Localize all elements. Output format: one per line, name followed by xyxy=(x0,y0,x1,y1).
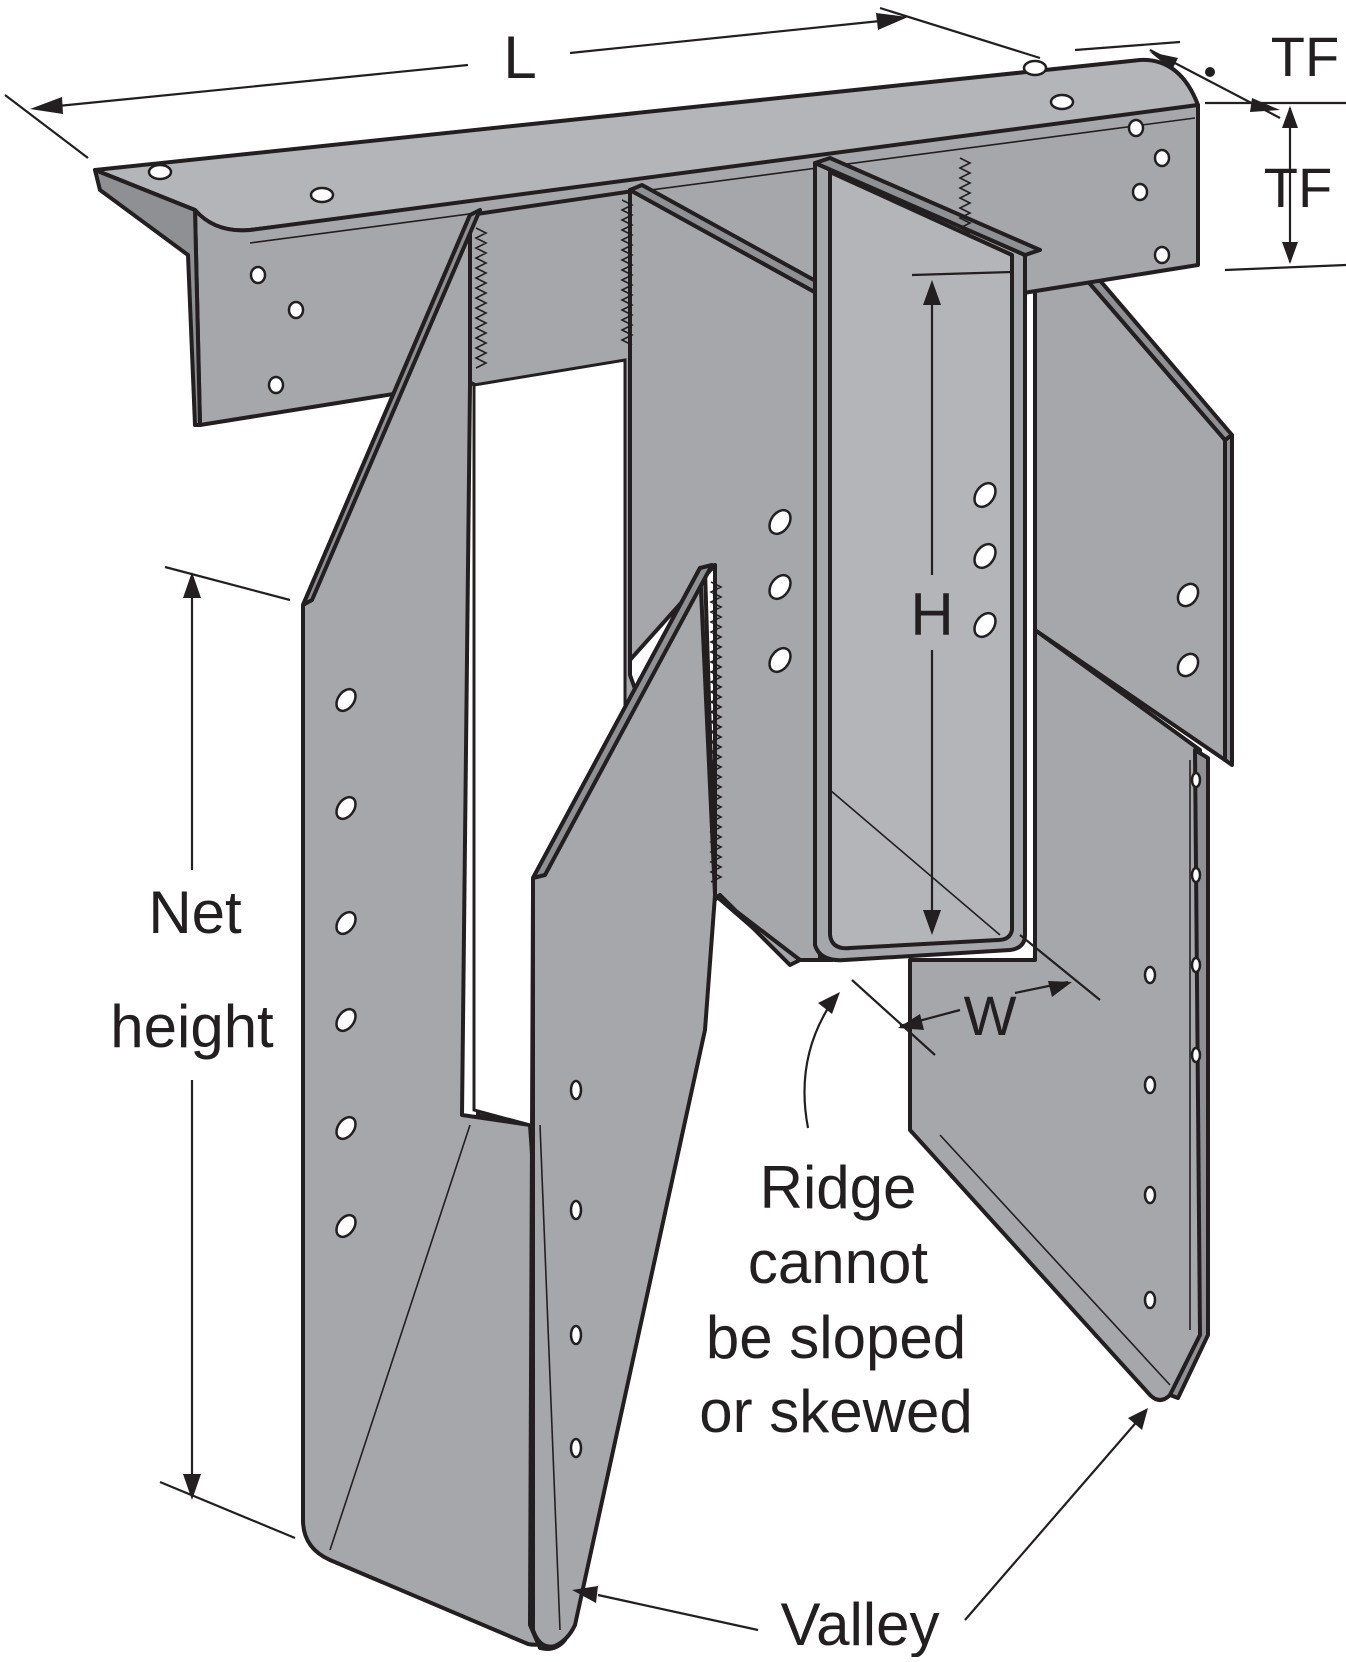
dimension-l xyxy=(4,6,1041,159)
dimension-net-height xyxy=(159,565,296,1540)
center-plate-holes xyxy=(768,508,792,674)
label-ridge-line3: be sloped xyxy=(706,1304,966,1371)
right-valley-plate xyxy=(908,628,1210,1402)
weld-marks xyxy=(474,157,972,883)
label-w: W xyxy=(964,984,1017,1047)
label-net-height-line1: Net xyxy=(148,879,242,946)
ridge-leader xyxy=(803,992,840,1129)
label-net-height-line2: height xyxy=(110,993,274,1060)
label-ridge-line4: or skewed xyxy=(699,1378,972,1445)
right-valley-holes xyxy=(1143,771,1202,1310)
channel xyxy=(813,156,1042,963)
label-tf-top: TF xyxy=(1271,25,1339,88)
label-tf-side: TF xyxy=(1264,156,1332,219)
left-valley-holes xyxy=(569,1079,583,1459)
label-l: L xyxy=(503,24,536,91)
label-h: H xyxy=(910,581,953,648)
label-ridge-line2: cannot xyxy=(748,1229,928,1296)
dimension-h xyxy=(911,270,1013,935)
dimension-tf-top xyxy=(1074,40,1281,119)
valley-leaders xyxy=(572,1408,1148,1632)
channel-holes xyxy=(973,481,997,639)
left-plate-holes xyxy=(335,687,357,1239)
dimension-tf-side xyxy=(1205,101,1346,272)
label-valley: Valley xyxy=(781,1591,940,1657)
dimension-w xyxy=(851,934,1101,1056)
label-ridge-line1: Ridge xyxy=(760,1154,917,1221)
center-plate xyxy=(628,183,834,962)
left-valley-plate xyxy=(528,563,802,1651)
top-flange-holes xyxy=(147,59,1171,395)
